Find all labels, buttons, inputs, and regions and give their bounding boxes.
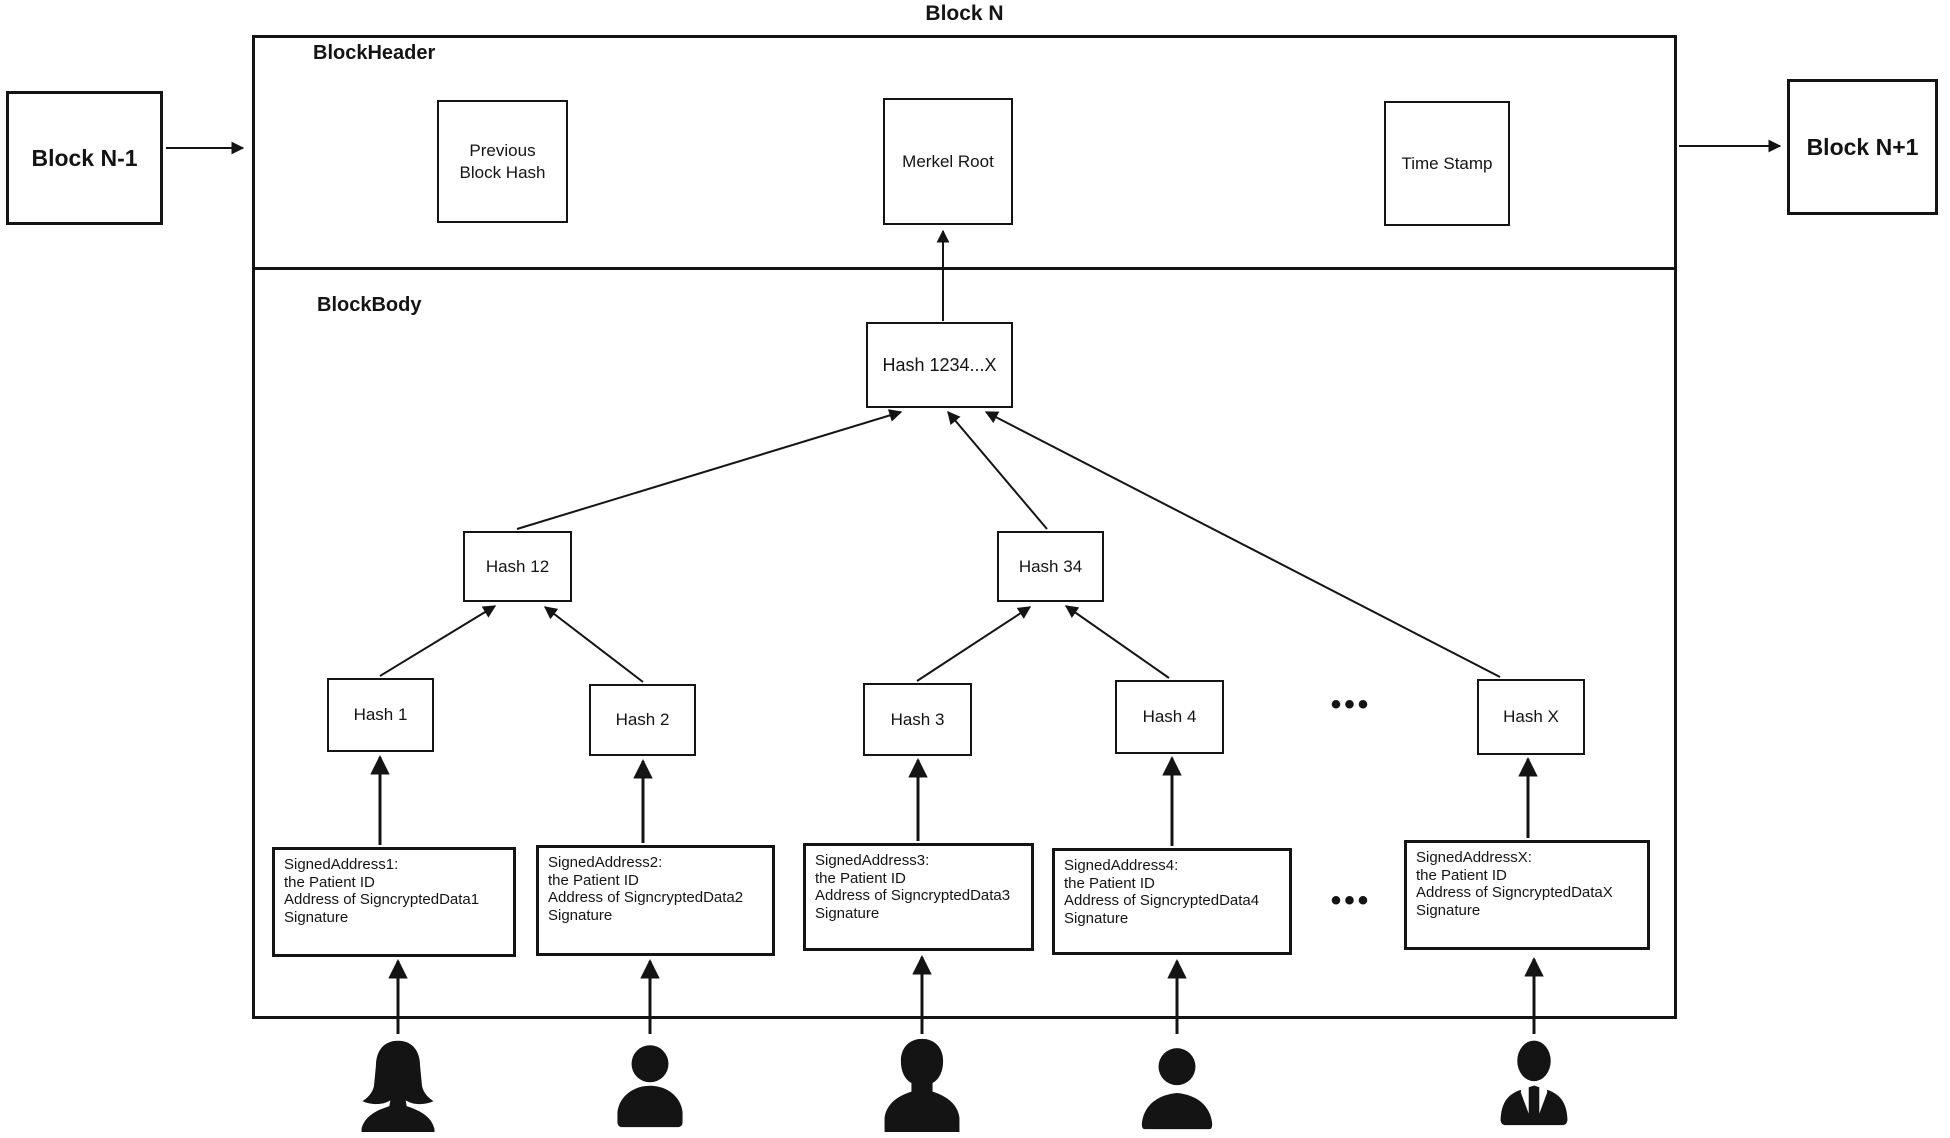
signed-address-1-box: SignedAddress1: the Patient ID Address o…: [272, 847, 516, 957]
previous-block-hash-box: Previous Block Hash: [437, 100, 568, 223]
tx3-line1: SignedAddress3:: [815, 852, 930, 869]
signed-address-2-box: SignedAddress2: the Patient ID Address o…: [536, 845, 775, 956]
tx4-line4: Signature: [1064, 909, 1129, 927]
tx2-line2: the Patient ID: [548, 871, 639, 889]
header-body-divider: [252, 267, 1677, 270]
hash-2-box: Hash 2: [589, 684, 696, 756]
signed-address-4-box: SignedAddress4: the Patient ID Address o…: [1052, 848, 1292, 955]
tx2-line1: SignedAddress2:: [548, 854, 663, 871]
arrow-hash1-to-hash12: [379, 605, 497, 677]
time-stamp-box: Time Stamp: [1384, 101, 1510, 226]
tx4-line1: SignedAddress4:: [1064, 857, 1179, 874]
arrow-hash34-to-roothash: [947, 411, 1048, 530]
person-male-profile-icon: [874, 1036, 970, 1138]
tx4-line3: Address of SigncryptedData4: [1064, 892, 1260, 909]
signed-address-3-box: SignedAddress3: the Patient ID Address o…: [803, 843, 1034, 951]
tx3-line4: Signature: [815, 904, 880, 922]
arrow-hash2-to-hash12: [543, 606, 644, 683]
block-n-plus-1: Block N+1: [1787, 79, 1938, 215]
hash-34-box: Hash 34: [997, 531, 1104, 602]
hash-3-box: Hash 3: [863, 683, 972, 756]
tx3-line2: the Patient ID: [815, 869, 906, 887]
txx-line1: SignedAddressX:: [1416, 849, 1532, 866]
merkel-root-box: Merkel Root: [883, 98, 1013, 225]
hash-1-box: Hash 1: [327, 678, 434, 752]
tx1-line1: SignedAddress1:: [284, 856, 399, 873]
person-male-round-icon: [1131, 1042, 1223, 1130]
tx2-line4: Signature: [548, 906, 613, 924]
txx-line2: the Patient ID: [1416, 866, 1507, 884]
block-n-title: Block N: [925, 2, 1004, 25]
blockbody-label: BlockBody: [317, 294, 422, 316]
tx1-line4: Signature: [284, 908, 349, 926]
tx3-line3: Address of SigncryptedData3: [815, 887, 1011, 904]
hash-x-box: Hash X: [1477, 679, 1585, 755]
txx-line3: Address of SigncryptedDataX: [1416, 884, 1613, 901]
txx-line4: Signature: [1416, 901, 1481, 919]
root-hash-box: Hash 1234...X: [866, 322, 1013, 408]
tx1-line2: the Patient ID: [284, 873, 375, 891]
tx-row-ellipsis: •••: [1330, 884, 1372, 917]
hash-12-box: Hash 12: [463, 531, 572, 602]
arrow-hash3-to-hash34: [916, 606, 1032, 682]
person-female-icon: [350, 1036, 446, 1138]
tx4-line2: the Patient ID: [1064, 874, 1155, 892]
arrow-hashx-to-roothash: [984, 411, 1501, 678]
hash-4-box: Hash 4: [1115, 680, 1224, 754]
person-suit-icon: [1490, 1038, 1578, 1136]
tx1-line3: Address of SigncryptedData1: [284, 891, 480, 908]
blockheader-label: BlockHeader: [313, 42, 436, 64]
block-n-minus-1: Block N-1: [6, 91, 163, 225]
person-male-icon: [606, 1040, 694, 1132]
signed-address-x-box: SignedAddressX: the Patient ID Address o…: [1404, 840, 1650, 950]
block-n-frame: [252, 35, 1677, 1019]
hash-row-ellipsis: •••: [1330, 688, 1372, 721]
tx2-line3: Address of SigncryptedData2: [548, 889, 744, 906]
arrow-hash4-to-hash34: [1064, 605, 1170, 679]
arrow-hash12-to-roothash: [516, 409, 903, 530]
